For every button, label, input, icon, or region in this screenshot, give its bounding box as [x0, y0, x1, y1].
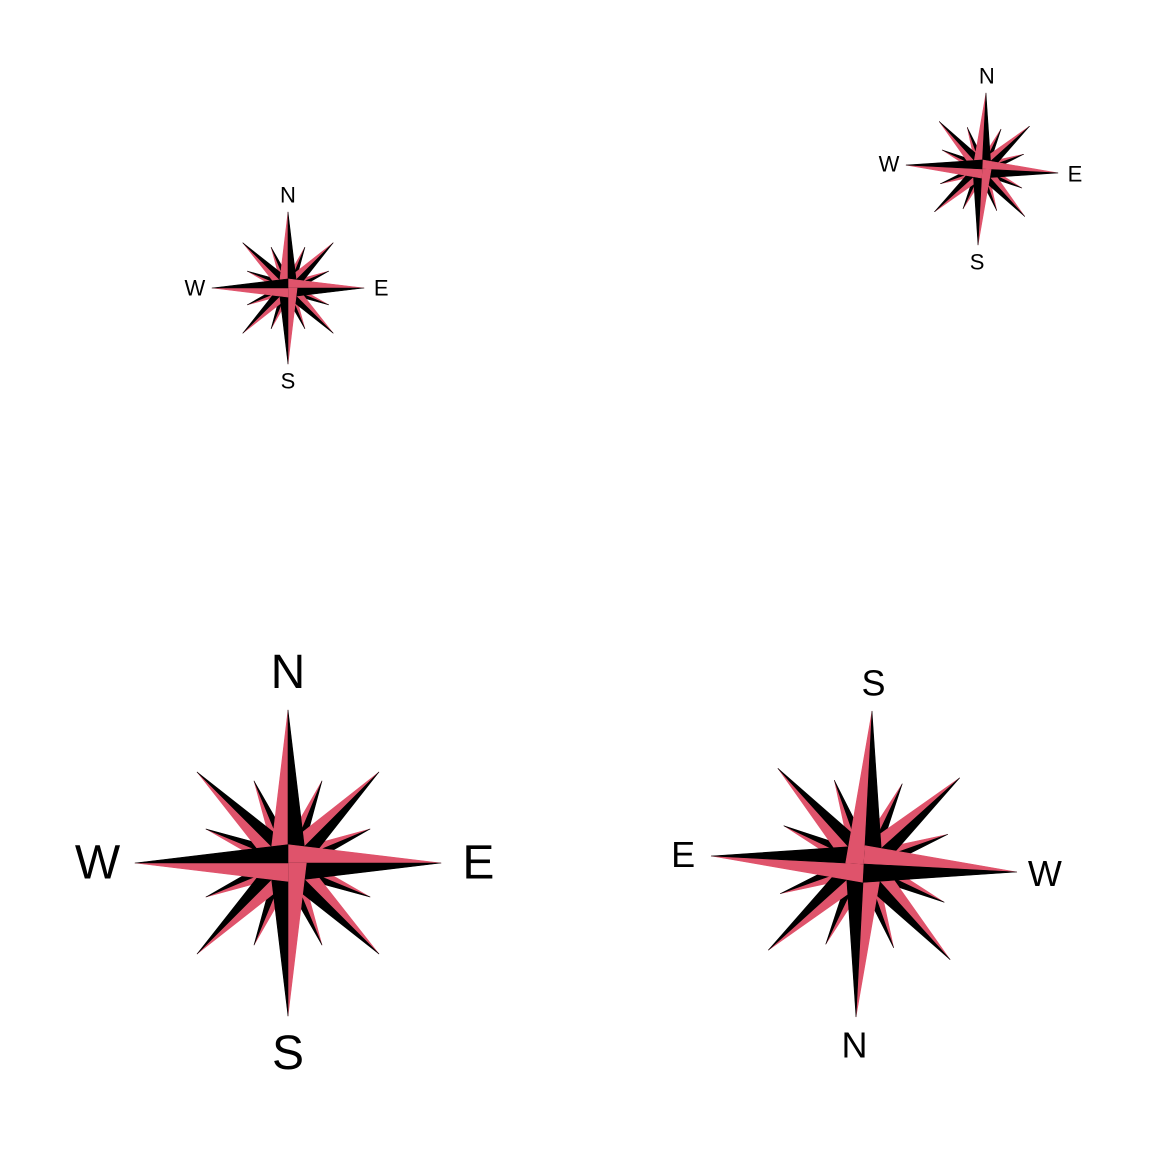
south-label: S: [861, 663, 885, 704]
compass-rays: [134, 709, 442, 1017]
north-label: N: [842, 1024, 868, 1065]
compass-rose-bottom-left: N E S W: [75, 646, 495, 1080]
east-label: E: [462, 837, 494, 890]
cardinal-ray-dark: [211, 278, 289, 289]
north-label: N: [280, 182, 296, 207]
compass-rays: [905, 92, 1059, 246]
south-label: S: [281, 369, 296, 394]
west-label: W: [184, 276, 205, 301]
north-label: N: [979, 63, 995, 88]
north-label: N: [271, 646, 306, 699]
west-label: W: [1028, 853, 1062, 894]
west-label: W: [75, 837, 121, 890]
south-label: S: [970, 250, 985, 275]
south-label: S: [272, 1027, 304, 1080]
cardinal-ray-dark: [905, 159, 983, 170]
east-label: E: [1068, 161, 1083, 186]
compass-rose-top-left: N E S W: [184, 182, 388, 393]
west-label: W: [879, 152, 900, 177]
compass-rays: [211, 211, 365, 365]
compass-rays: [710, 710, 1018, 1018]
cardinal-ray-dark: [862, 863, 1018, 883]
compass-rose-top-right: N E S W: [879, 63, 1083, 274]
cardinal-ray-dark: [134, 844, 289, 864]
compass-rose-bottom-right: N E S W: [671, 663, 1062, 1066]
east-label: E: [671, 834, 695, 875]
east-label: E: [374, 276, 389, 301]
